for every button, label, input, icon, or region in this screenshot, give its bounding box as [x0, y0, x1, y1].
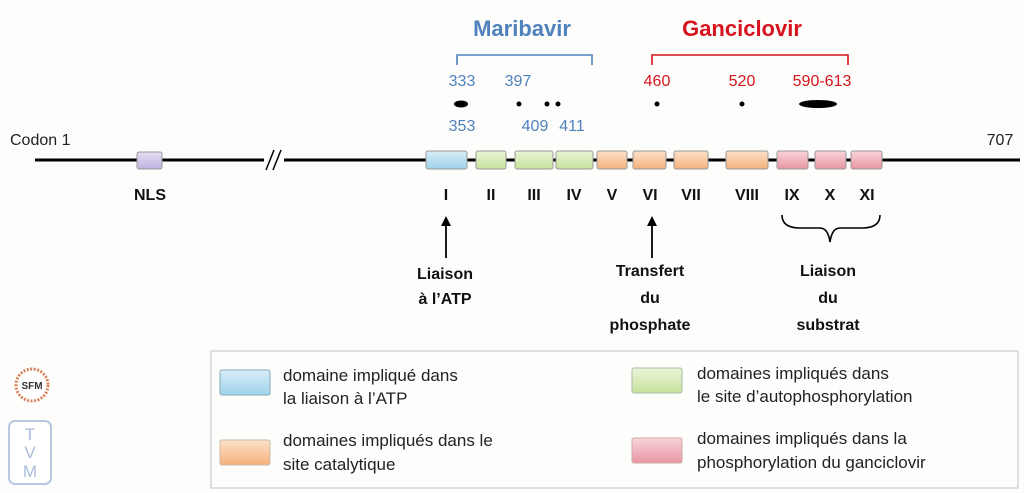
sfm-logo: SFM: [14, 367, 50, 403]
domain-label-IX: IX: [784, 187, 799, 204]
svg-text:V: V: [24, 443, 36, 462]
domain-IX: [776, 150, 809, 170]
marker-397: [516, 101, 522, 107]
domain-label-X: X: [825, 187, 836, 204]
mutation-520: 520: [729, 73, 756, 90]
svg-text:T: T: [25, 425, 35, 444]
atp-annotation-line1: Liaison: [417, 266, 473, 283]
marker-460: [654, 101, 660, 107]
marker-590-613: [799, 100, 837, 108]
domain-label-I: I: [444, 187, 448, 204]
legend-auto-line2: le site d’autophosphorylation: [697, 387, 912, 406]
substrate-annotation-line2: du: [818, 290, 838, 307]
domain-label-VI: VI: [642, 187, 657, 204]
nls-domain: [136, 151, 163, 170]
marker-520: [739, 101, 745, 107]
nls-label: NLS: [134, 187, 166, 204]
domain-label-V: V: [607, 187, 618, 204]
phosphate-annotation-line3: phosphate: [610, 317, 691, 334]
marker-409: [544, 101, 550, 107]
legend-gcv-line2: phosphorylation du ganciclovir: [697, 453, 926, 472]
ganciclovir-title: Ganciclovir: [682, 16, 802, 41]
phosphate-annotation-line1: Transfert: [616, 263, 685, 280]
svg-text:SFM: SFM: [21, 381, 42, 392]
domain-VIII: [725, 150, 769, 170]
legend-swatch-catalytic: [219, 439, 271, 466]
mutation-markers: [454, 100, 837, 108]
legend-box: [210, 350, 1019, 489]
codon-end-label: 707: [987, 132, 1014, 149]
atp-arrow-head: [441, 216, 451, 226]
substrate-annotation-line1: Liaison: [800, 263, 856, 280]
domain-I: [425, 150, 468, 170]
domain-XI: [850, 150, 883, 170]
domain-V: [596, 150, 628, 170]
domain-label-II: II: [487, 187, 496, 204]
legend-catalytic-line1: domaines impliqués dans le: [283, 431, 493, 450]
ganciclovir-bracket: [651, 54, 849, 65]
domain-label-III: III: [527, 187, 540, 204]
maribavir-title: Maribavir: [473, 16, 571, 41]
legend-atp-line2: la liaison à l’ATP: [283, 389, 407, 408]
mutation-397: 397: [505, 73, 532, 90]
legend-gcv-line1: domaines impliqués dans la: [697, 429, 907, 448]
domain-II: [475, 150, 507, 170]
legend-atp-line1: domaine impliqué dans: [283, 366, 458, 385]
substrate-annotation-line3: substrat: [796, 317, 860, 334]
mutation-590-613: 590-613: [793, 73, 852, 90]
legend-catalytic-line2: site catalytique: [283, 455, 395, 474]
domain-VI: [632, 150, 667, 170]
domain-label-XI: XI: [859, 187, 874, 204]
maribavir-bracket: [456, 54, 593, 65]
mutation-411: 411: [559, 118, 585, 135]
codon-start-label: Codon 1: [10, 132, 71, 149]
phosphate-arrow-head: [647, 216, 657, 226]
legend-swatch-atp: [219, 369, 271, 396]
svg-text:M: M: [23, 462, 37, 481]
atp-annotation-line2: à l’ATP: [418, 291, 471, 308]
legend-swatch-ganciclovir: [631, 437, 683, 464]
domain-X: [814, 150, 847, 170]
marker-411: [555, 101, 561, 107]
phosphate-annotation-line2: du: [640, 290, 660, 307]
domain-III: [514, 150, 554, 170]
legend-swatch-autophosphorylation: [631, 367, 683, 394]
domain-label-IV: IV: [566, 187, 581, 204]
mutation-460: 460: [644, 73, 671, 90]
mutation-409: 409: [522, 118, 549, 135]
domain-IV: [555, 150, 594, 170]
marker-333-353: [454, 100, 468, 108]
substrate-brace: [781, 214, 881, 243]
break-mark: [264, 149, 284, 171]
legend-auto-line1: domaines impliqués dans: [697, 364, 889, 383]
domain-label-VII: VII: [681, 187, 701, 204]
tvm-logo: T V M: [8, 420, 52, 485]
domain-VII: [673, 150, 709, 170]
domain-label-VIII: VIII: [735, 187, 759, 204]
legend: domaine impliqué dans la liaison à l’ATP…: [210, 350, 1019, 489]
mutation-353: 353: [449, 118, 476, 135]
mutation-333: 333: [449, 73, 476, 90]
